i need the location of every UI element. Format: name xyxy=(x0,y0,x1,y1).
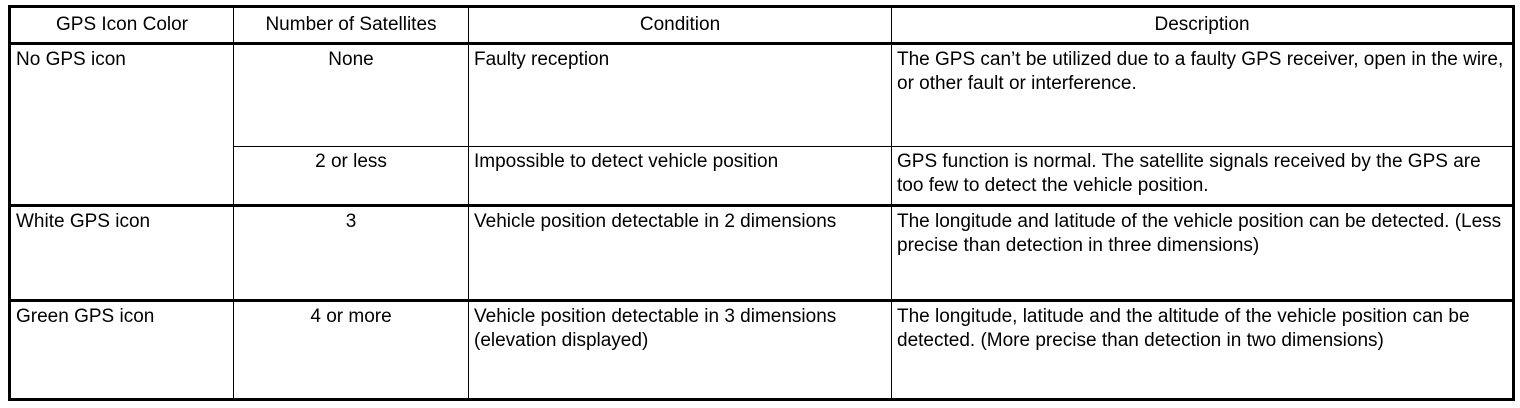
table-row: Green GPS icon 4 or more Vehicle positio… xyxy=(9,299,1514,400)
cell-text: White GPS icon xyxy=(16,211,151,232)
column-header-number-of-satellites: Number of Satellites xyxy=(233,6,469,45)
cell-text: No GPS icon xyxy=(16,49,126,70)
cell-number-of-satellites: 4 or more xyxy=(233,299,469,400)
cell-description: The longitude and latitude of the vehicl… xyxy=(891,204,1514,301)
cell-text: GPS function is normal. The satellite si… xyxy=(897,151,1486,196)
cell-condition: Vehicle position detectable in 3 dimensi… xyxy=(468,299,892,400)
cell-text: 3 xyxy=(345,211,357,232)
cell-text: The longitude and latitude of the vehicl… xyxy=(897,211,1507,256)
cell-condition: Faulty reception xyxy=(468,43,892,147)
gps-status-table-container: GPS Icon Color Number of Satellites Cond… xyxy=(8,5,1515,401)
cell-text: Faulty reception xyxy=(474,49,610,70)
cell-gps-icon-color: No GPS icon xyxy=(9,43,234,206)
column-header-gps-icon-color: GPS Icon Color xyxy=(9,6,234,45)
cell-text: Green GPS icon xyxy=(16,306,155,327)
column-header-label: Condition xyxy=(639,14,721,35)
cell-number-of-satellites: 2 or less xyxy=(233,146,469,206)
cell-text: None xyxy=(328,49,374,70)
cell-description: The GPS can’t be utilized due to a fault… xyxy=(891,43,1514,147)
cell-description: GPS function is normal. The satellite si… xyxy=(891,146,1514,206)
cell-text: 2 or less xyxy=(315,151,387,172)
table-row: 2 or less Impossible to detect vehicle p… xyxy=(10,146,1514,206)
cell-text: Vehicle position detectable in 3 dimensi… xyxy=(474,306,842,351)
column-header-label: Number of Satellites xyxy=(265,14,437,35)
cell-condition: Vehicle position detectable in 2 dimensi… xyxy=(468,204,892,301)
column-header-label: Description xyxy=(1154,14,1250,35)
table-row: White GPS icon 3 Vehicle position detect… xyxy=(9,204,1514,301)
cell-condition: Impossible to detect vehicle position xyxy=(468,146,892,206)
column-header-description: Description xyxy=(891,6,1514,45)
cell-text: The longitude, latitude and the altitude… xyxy=(897,306,1475,351)
cell-description: The longitude, latitude and the altitude… xyxy=(891,299,1514,400)
cell-gps-icon-color: Green GPS icon xyxy=(9,299,234,400)
cell-text: The GPS can’t be utilized due to a fault… xyxy=(897,49,1509,94)
column-header-condition: Condition xyxy=(468,6,892,45)
cell-text: 4 or more xyxy=(310,306,392,327)
gps-status-table: GPS Icon Color Number of Satellites Cond… xyxy=(8,5,1515,401)
cell-gps-icon-color: White GPS icon xyxy=(9,204,234,301)
cell-text: Impossible to detect vehicle position xyxy=(474,151,779,172)
column-header-label: GPS Icon Color xyxy=(56,14,188,35)
table-header-row: GPS Icon Color Number of Satellites Cond… xyxy=(9,6,1514,45)
table-row: No GPS icon None Faulty reception The GP… xyxy=(9,43,1514,206)
cell-number-of-satellites: 3 xyxy=(233,204,469,301)
cell-text: Vehicle position detectable in 2 dimensi… xyxy=(474,211,837,232)
cell-number-of-satellites: None xyxy=(233,43,469,147)
